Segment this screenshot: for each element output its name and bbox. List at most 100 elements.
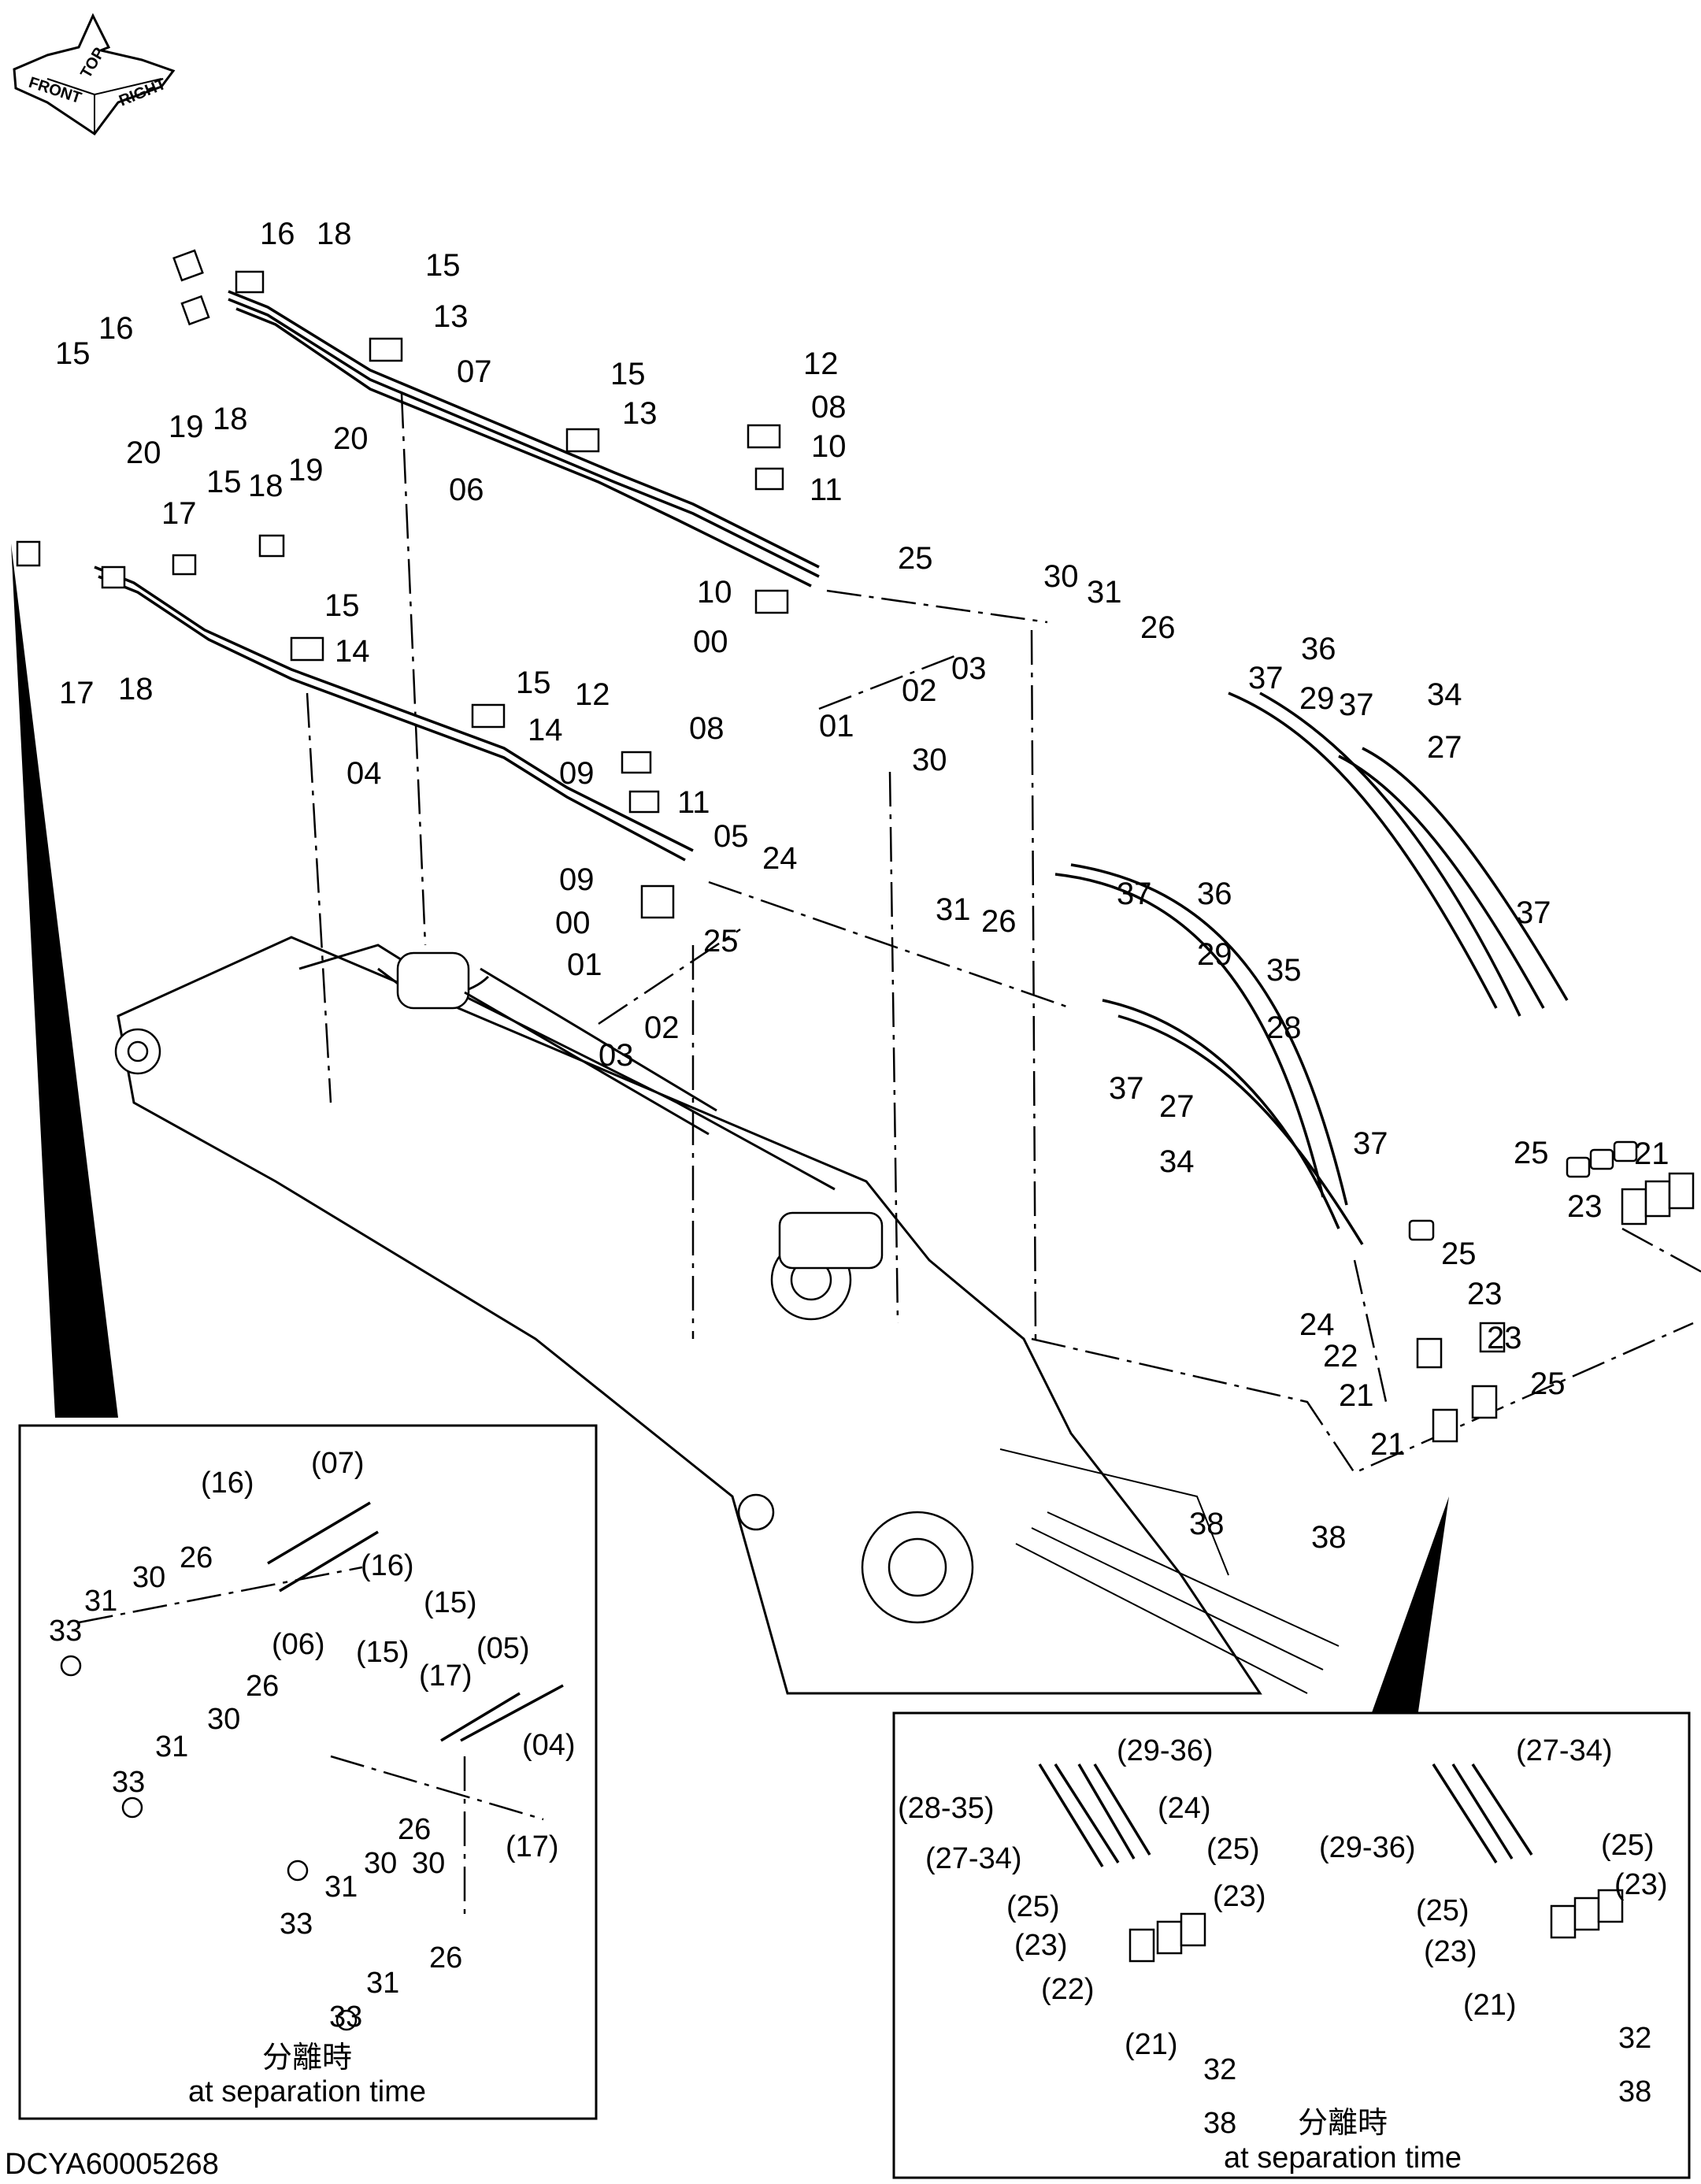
callout: 13 (433, 299, 469, 334)
callout: 37 (1109, 1071, 1144, 1106)
inset-left-callout: (17) (506, 1830, 559, 1863)
inset-right-callout: (24) (1158, 1792, 1211, 1825)
callout: 37 (1353, 1126, 1388, 1161)
inset-left-callout: 33 (112, 1766, 145, 1799)
callout: 11 (810, 473, 843, 507)
callout: 23 (1487, 1321, 1522, 1355)
callout: 08 (689, 711, 724, 746)
callout: 23 (1567, 1189, 1603, 1224)
callout: 16 (98, 311, 134, 346)
callout: 18 (317, 217, 352, 251)
callouts-main: 16 18 15 13 07 15 13 12 08 10 11 06 15 1… (55, 217, 1670, 1555)
callout: 34 (1159, 1144, 1195, 1179)
inset-right-caption-jp: 分離時 (1298, 2105, 1388, 2140)
callout: 12 (575, 677, 610, 712)
callout: 20 (333, 421, 369, 456)
orientation-right-label: RIGHT (117, 76, 169, 110)
callout: 04 (346, 756, 382, 791)
callout: 25 (1530, 1366, 1566, 1401)
inset-right-callout: 38 (1203, 2107, 1236, 2140)
callout: 12 (803, 347, 839, 381)
callout: 30 (912, 743, 947, 777)
callout: 01 (567, 947, 602, 982)
inset-left-callout: 26 (429, 1941, 462, 1974)
inset-right-callout: 38 (1618, 2075, 1651, 2108)
inset-right-callout: (29-36) (1117, 1734, 1214, 1767)
inset-left-callout: (04) (522, 1729, 576, 1762)
callout: 25 (898, 541, 933, 576)
callout: 21 (1634, 1136, 1670, 1171)
inset-right-callout: (23) (1424, 1935, 1477, 1968)
callout: 35 (1266, 953, 1302, 988)
callout: 16 (260, 217, 295, 251)
callout: 15 (610, 357, 646, 391)
callout: 10 (811, 429, 847, 464)
callout: 34 (1427, 677, 1462, 712)
callout: 11 (677, 785, 710, 820)
callout: 25 (1441, 1237, 1477, 1271)
flex-hoses (1054, 692, 1569, 1245)
inset-right-callout: (25) (1416, 1894, 1469, 1927)
inset-left-callout: 30 (412, 1847, 445, 1880)
inset-left-callout: 31 (84, 1585, 117, 1618)
callout: 22 (1323, 1339, 1358, 1374)
callout: 27 (1159, 1089, 1195, 1124)
callout: 24 (1299, 1307, 1335, 1342)
inset-right-callout: (25) (1206, 1833, 1260, 1866)
callout: 15 (425, 248, 461, 283)
callout: 03 (598, 1038, 634, 1073)
callout: 15 (55, 336, 91, 371)
callout: 00 (555, 906, 591, 940)
inset-right-callout: (28-35) (898, 1792, 995, 1825)
callout: 18 (248, 469, 284, 503)
callout: 14 (335, 634, 370, 669)
inset-left-callout: (17) (419, 1659, 472, 1693)
callout: 18 (213, 402, 248, 436)
callout: 17 (59, 676, 94, 710)
inset-left-callout: (06) (272, 1628, 325, 1661)
callout: 19 (169, 410, 204, 444)
callout: 09 (559, 756, 595, 791)
callout: 26 (981, 904, 1017, 939)
inset-left-callout: 26 (180, 1541, 213, 1574)
callout: 08 (811, 390, 847, 425)
callout: 15 (206, 465, 242, 499)
inset-right-callout: (25) (1006, 1890, 1060, 1923)
upper-pipe-assembly (172, 249, 820, 614)
inset-left: (16) (07) 26 30 31 33 (16) (15) (06) 26 … (18, 1424, 598, 2120)
callout: 27 (1427, 730, 1462, 765)
inset-left-callout: (07) (311, 1447, 365, 1480)
inset-right-callout: (22) (1041, 1973, 1095, 2006)
callout: 17 (161, 496, 197, 531)
inset-left-callout: 33 (280, 1908, 313, 1941)
inset-left-callout: (05) (476, 1632, 530, 1665)
callout: 15 (516, 666, 551, 700)
callout: 06 (449, 473, 484, 507)
inset-left-callout: 30 (364, 1847, 397, 1880)
inset-right-pointer (1370, 1496, 1449, 1717)
inset-right-callout: (23) (1014, 1929, 1068, 1962)
callout: 21 (1339, 1378, 1374, 1413)
callout: 25 (703, 924, 739, 959)
callout: 31 (936, 892, 971, 927)
callout: 00 (693, 625, 728, 659)
callout: 01 (819, 709, 854, 743)
lower-pipe-assembly (16, 534, 694, 919)
inset-left-callout: 30 (132, 1561, 165, 1594)
inset-left-callout: 31 (366, 1967, 399, 2000)
inset-right-callout: (25) (1601, 1829, 1655, 1862)
callout: 18 (118, 672, 154, 706)
callout: 37 (1117, 877, 1152, 911)
callout: 02 (644, 1010, 680, 1045)
orientation-icon: TOP FRONT RIGHT (13, 13, 176, 136)
inset-left-pointer (11, 543, 118, 1418)
inset-left-callout: 30 (207, 1703, 240, 1736)
callout: 36 (1197, 877, 1232, 911)
inset-left-callout: 26 (246, 1670, 279, 1703)
callout: 03 (951, 651, 987, 686)
inset-left-callout: 26 (398, 1813, 431, 1846)
callout: 37 (1339, 688, 1374, 722)
inset-right-callout: (29-36) (1319, 1831, 1416, 1864)
callout: 25 (1514, 1136, 1549, 1170)
